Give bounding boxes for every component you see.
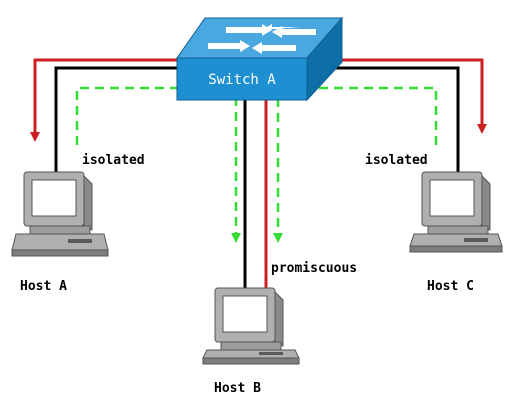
host-c-computer-icon[interactable] — [409, 171, 503, 253]
switch-a[interactable]: Switch A — [176, 16, 344, 102]
cable-host-a — [54, 66, 195, 172]
cables — [54, 66, 460, 290]
host-c-label: Host C — [427, 279, 474, 294]
host-b-port-label: promiscuous — [271, 261, 357, 276]
host-a-label: Host A — [20, 279, 67, 294]
host-b-label: Host B — [214, 381, 261, 396]
host-b-computer-icon[interactable] — [202, 287, 300, 365]
host-a-computer-icon[interactable] — [11, 171, 109, 257]
switch-side — [306, 16, 343, 102]
host-c-port-label: isolated — [365, 153, 428, 168]
switch-arrows-icon — [208, 24, 316, 54]
green-flow-from-host-c — [273, 86, 438, 243]
switch-label: Switch A — [208, 72, 276, 88]
host-a-port-label: isolated — [82, 153, 145, 168]
cable-host-c — [300, 66, 460, 172]
green-flow-from-host-a — [75, 86, 241, 243]
green-flow — [75, 86, 438, 243]
